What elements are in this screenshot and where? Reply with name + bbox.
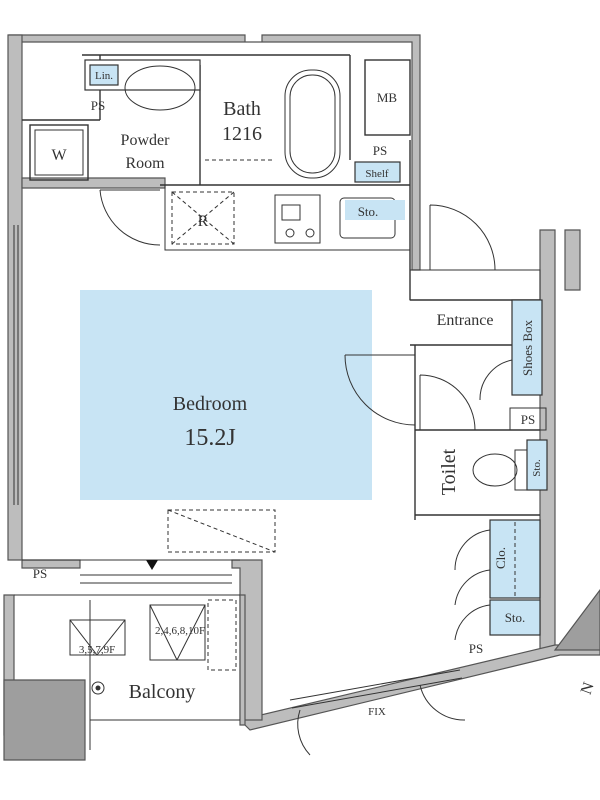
entrance-door (479, 359, 513, 401)
bedroom-label: Bedroom (173, 393, 248, 415)
bath-size: 1216 (222, 123, 262, 145)
closet-door-2 (454, 569, 491, 606)
entrance-label: Entrance (437, 312, 494, 329)
powder-room-label-line2: Room (125, 155, 165, 172)
refrigerator (171, 191, 235, 245)
refrigerator-label: R (198, 213, 209, 230)
toilet-storage-label: Sto. (531, 459, 543, 477)
shoes-box (511, 299, 543, 396)
fix-window-label: FIX (368, 706, 386, 718)
balcony-label: Balcony (129, 681, 196, 703)
kitchen-storage-label: Sto. (358, 204, 379, 219)
wash-basin (124, 65, 196, 111)
ps-label-closet: PS (469, 641, 483, 656)
balcony-corner (3, 679, 86, 761)
ps-label-bath: PS (373, 143, 387, 158)
closet-label: Clo. (493, 547, 508, 569)
balcony-door-2 (419, 684, 466, 721)
bedroom-dashed-area (167, 509, 276, 553)
corridor-door-top (429, 204, 496, 271)
bathtub (284, 69, 341, 179)
hatch-floors-b: 2,4,6,8,10F (155, 625, 205, 637)
north-indicator: N (578, 680, 598, 697)
washer-label: W (51, 147, 67, 164)
toilet-label: Toilet (438, 448, 460, 495)
closet-door-1 (454, 529, 491, 571)
powder-room-label-line1: Powder (121, 132, 171, 149)
meter-box (364, 59, 411, 136)
closet-door-3 (454, 604, 491, 641)
toilet-storage (526, 439, 548, 491)
shoes-box-label: Shoes Box (520, 320, 535, 376)
drain-icon (91, 681, 105, 695)
bath-label: Bath (223, 98, 261, 120)
bedroom-size: 15.2J (184, 425, 235, 451)
ps-label-bedroom: PS (33, 566, 47, 581)
hatch-floors-a: 3,5,7,9F (79, 644, 115, 656)
meter-box-label: MB (377, 90, 398, 105)
closet-storage (489, 599, 541, 636)
ps-label-entrance: PS (521, 412, 535, 427)
bedroom-door (344, 354, 416, 426)
bedroom-highlight (80, 290, 372, 500)
stove (274, 194, 321, 244)
closet-storage-label: Sto. (505, 610, 526, 625)
balcony-door-1 (297, 709, 311, 756)
washer (29, 124, 89, 181)
powder-room-door (99, 189, 161, 246)
entry-arrow-icon (146, 560, 158, 570)
ps-label-washroom: PS (91, 98, 105, 113)
kitchen-storage (345, 200, 405, 220)
linen-label: Lin. (95, 70, 113, 82)
shelf (354, 161, 401, 183)
shelf-label: Shelf (365, 168, 389, 180)
toilet-bowl (472, 453, 518, 487)
toilet-door (419, 374, 476, 431)
